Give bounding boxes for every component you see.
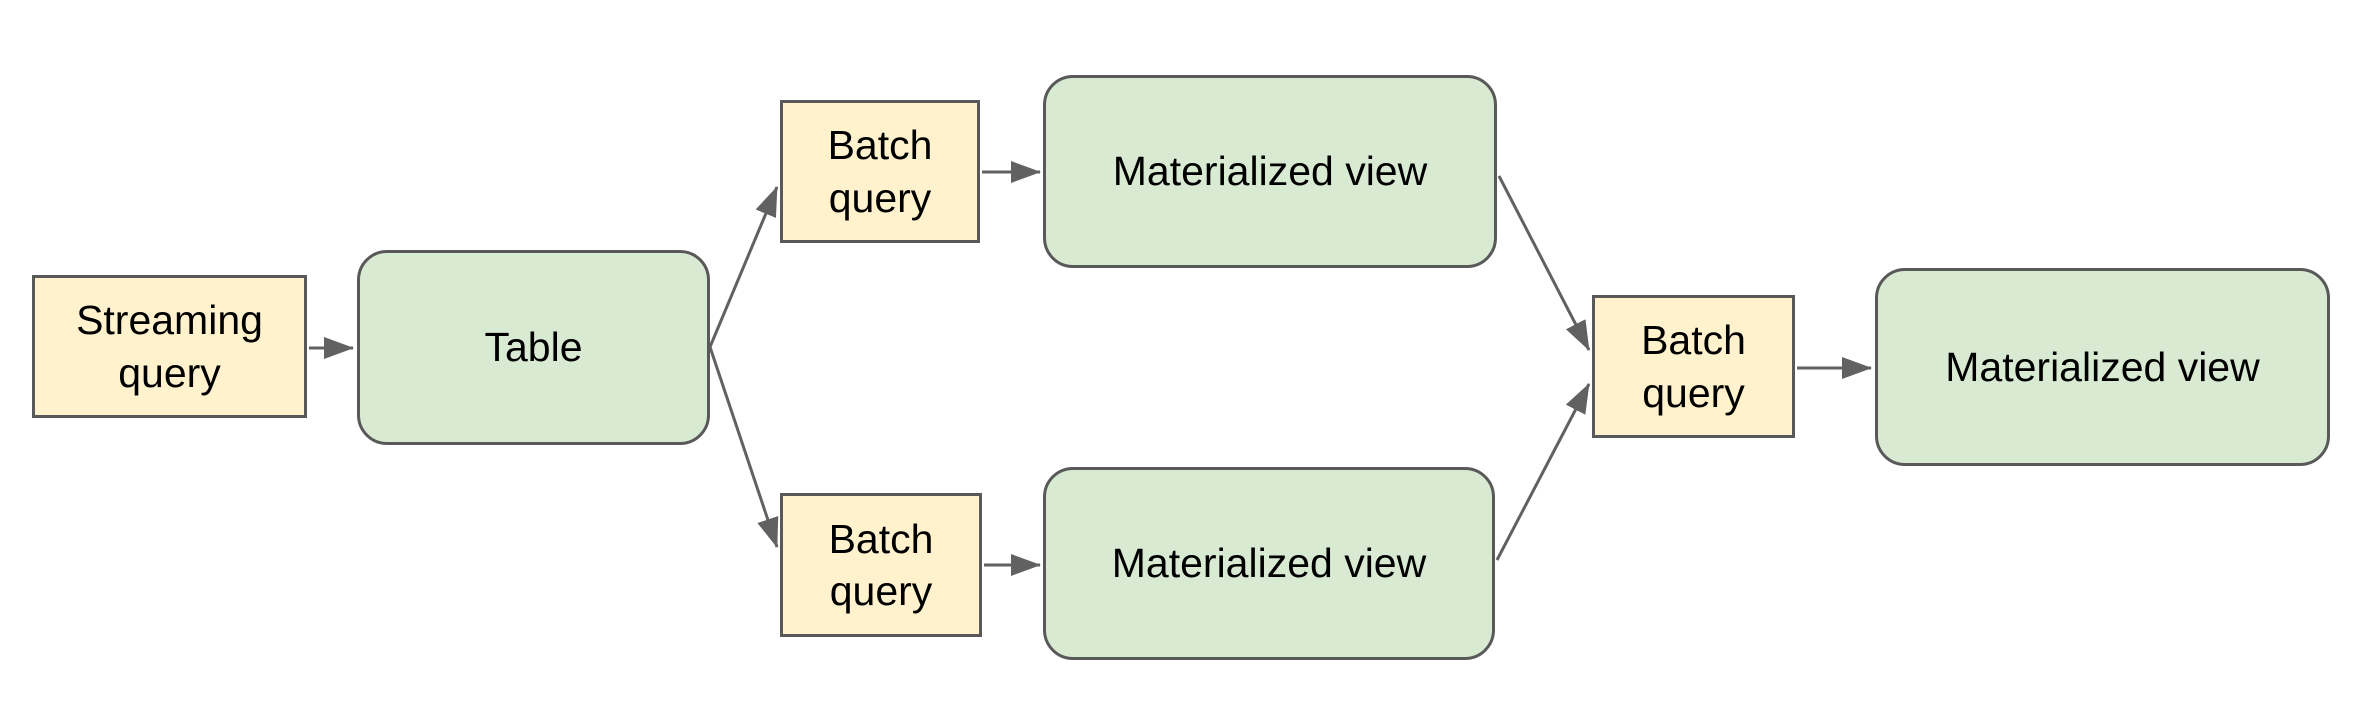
edge-materialized-view-bottom-to-batch-query-right — [1495, 383, 1591, 561]
node-materialized-view-top: Materialized view — [1043, 75, 1497, 268]
node-table: Table — [357, 250, 710, 445]
node-label: Batch query — [827, 122, 933, 221]
node-label: Materialized view — [1111, 540, 1427, 587]
node-batch-query-right: Batch query — [1592, 295, 1795, 438]
node-materialized-view-right: Materialized view — [1875, 268, 2330, 466]
edge-materialized-view-top-to-batch-query-right — [1497, 175, 1591, 351]
node-label: Materialized view — [1945, 343, 2260, 390]
node-streaming-query: Streaming query — [32, 275, 307, 418]
node-batch-query-bottom: Batch query — [780, 493, 982, 637]
node-batch-query-top: Batch query — [780, 100, 980, 243]
node-label: Streaming query — [76, 297, 263, 396]
edge-table-to-batch-query-top — [708, 186, 779, 348]
node-materialized-view-bottom: Materialized view — [1043, 467, 1495, 660]
node-label: Materialized view — [1112, 148, 1428, 195]
edge-table-to-batch-query-bottom — [708, 346, 779, 548]
node-label: Table — [484, 324, 583, 371]
node-label: Batch query — [828, 515, 934, 614]
node-label: Batch query — [1641, 317, 1746, 416]
